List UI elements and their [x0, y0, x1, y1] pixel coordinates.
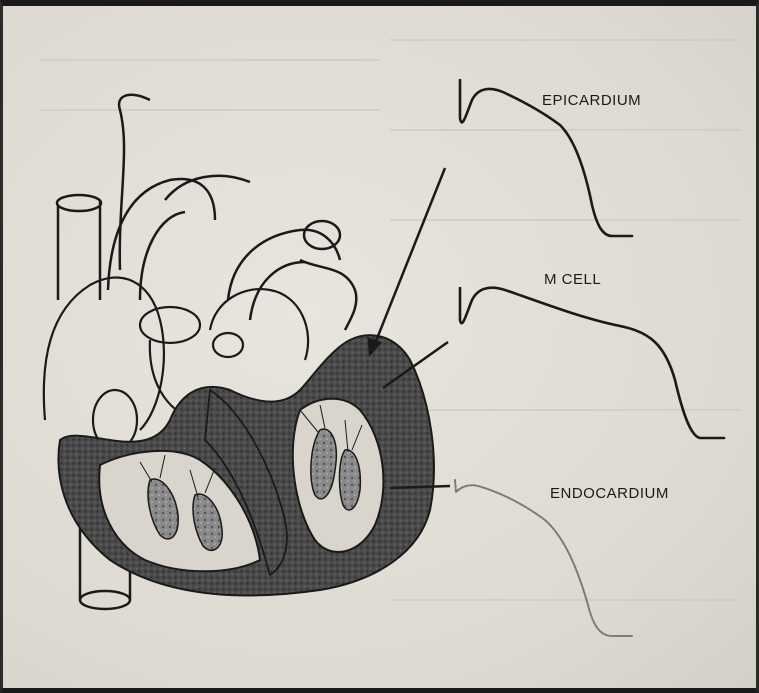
- epicardium-pointer: [374, 168, 445, 346]
- epicardium-label: EPICARDIUM: [542, 92, 641, 109]
- endocardium-label: ENDOCARDIUM: [550, 485, 669, 502]
- m-cell-label: M CELL: [544, 271, 601, 288]
- m-cell-action-potential: [460, 288, 724, 438]
- ventricles: [58, 335, 433, 595]
- endocardium-action-potential: [455, 480, 632, 636]
